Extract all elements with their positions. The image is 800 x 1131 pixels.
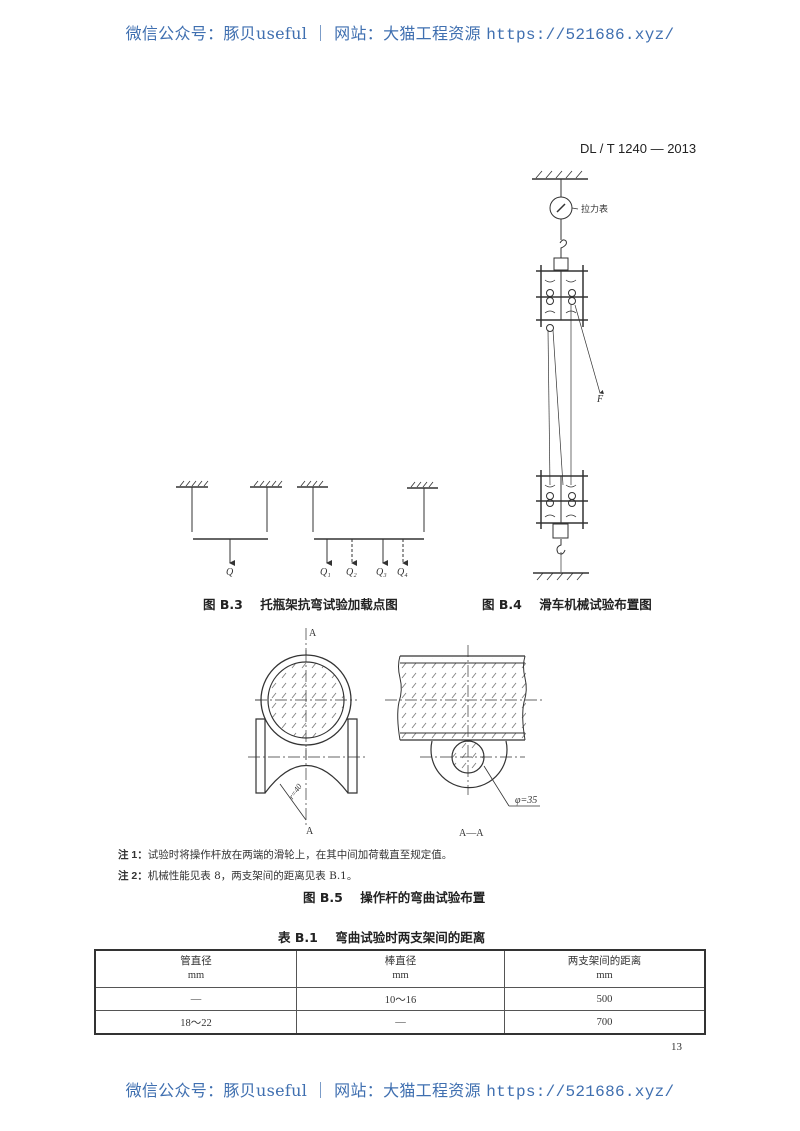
- figure-b3-caption: 图 B.3 托瓶架抗弯试验加载点图: [203, 597, 398, 612]
- figure-b4-drawing: [532, 170, 604, 581]
- table-row: — 10～16 500: [94, 987, 706, 1011]
- table-cell: —: [296, 1010, 505, 1035]
- watermark-bottom: 微信公众号：豚贝useful ｜ 网站：大猫工程资源 https://52168…: [0, 1077, 800, 1101]
- tension-gauge-label: 拉力表: [581, 204, 609, 214]
- figure-b3-drawing: [176, 480, 438, 566]
- table-cell: —: [94, 987, 297, 1011]
- load-label-q1: Q₁: [320, 567, 331, 578]
- table-cell: 500: [504, 987, 706, 1011]
- watermark-url[interactable]: https://521686.xyz/: [486, 26, 675, 44]
- diameter-label: φ=35: [515, 795, 538, 806]
- load-label-q2: Q₂: [346, 567, 357, 578]
- watermark-text: 微信公众号：豚贝useful ｜ 网站：大猫工程资源: [125, 24, 487, 43]
- note-1: 注 1：试验时将操作杆放在两端的滑轮上，在其中间加荷载直至规定值。: [118, 847, 452, 862]
- figure-b5-front-view: [248, 628, 365, 827]
- table-cell: 18～22: [94, 1010, 297, 1035]
- page-number: 13: [671, 1041, 682, 1053]
- figure-b5-caption: 图 B.5 操作杆的弯曲试验布置: [303, 890, 486, 905]
- load-label-q3: Q₃: [376, 567, 387, 578]
- watermark-top: 微信公众号：豚贝useful ｜ 网站：大猫工程资源 https://52168…: [0, 20, 800, 44]
- force-label: F: [597, 394, 604, 405]
- note-1-label: 注 1：: [118, 849, 148, 861]
- figure-b5-section-view: [385, 645, 542, 807]
- table-cell: 700: [504, 1010, 706, 1035]
- note-2: 注 2：机械性能见表 8，两支架间的距离见表 B.1。: [118, 868, 357, 883]
- standard-code: DL / T 1240 — 2013: [580, 141, 697, 156]
- watermark-text: 微信公众号：豚贝useful ｜ 网站：大猫工程资源: [125, 1081, 487, 1100]
- table-row: 18～22 — 700: [94, 1010, 706, 1035]
- note-1-text: 试验时将操作杆放在两端的滑轮上，在其中间加荷载直至规定值。: [147, 849, 453, 861]
- figure-b4-caption: 图 B.4 滑车机械试验布置图: [482, 597, 652, 612]
- table-b1-title: 表 B.1 弯曲试验时两支架间的距离: [278, 930, 486, 945]
- section-mark-bottom: A: [306, 826, 314, 837]
- section-label: A—A: [459, 828, 484, 839]
- load-label-q: Q: [226, 567, 234, 578]
- note-2-label: 注 2：: [118, 870, 148, 882]
- section-mark-top: A: [309, 628, 317, 639]
- note-2-text: 机械性能见表 8，两支架间的距离见表 B.1。: [147, 870, 358, 882]
- watermark-url[interactable]: https://521686.xyz/: [486, 1083, 675, 1101]
- load-label-q4: Q₄: [397, 567, 408, 578]
- table-cell: 10～16: [296, 987, 505, 1011]
